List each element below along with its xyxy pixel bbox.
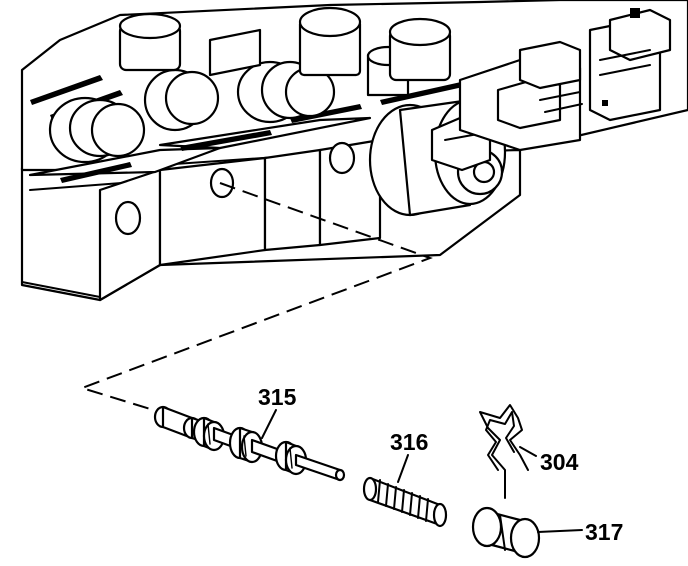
callout-316: 316 (390, 429, 428, 455)
leader-315 (261, 409, 277, 439)
leader-317 (537, 529, 583, 533)
callout-304: 304 (540, 449, 579, 475)
callout-317: 317 (585, 519, 623, 545)
valve-body-assembly (20, 0, 688, 302)
part-304-retainer-clip (479, 404, 529, 499)
part-315-valve-spool (153, 405, 346, 482)
part-316-spring (362, 476, 448, 528)
callout-315: 315 (258, 384, 297, 410)
leader-304 (519, 446, 537, 457)
dashed-guide-line (78, 182, 433, 413)
leader-316 (397, 454, 409, 483)
part-317-plug (471, 506, 541, 559)
